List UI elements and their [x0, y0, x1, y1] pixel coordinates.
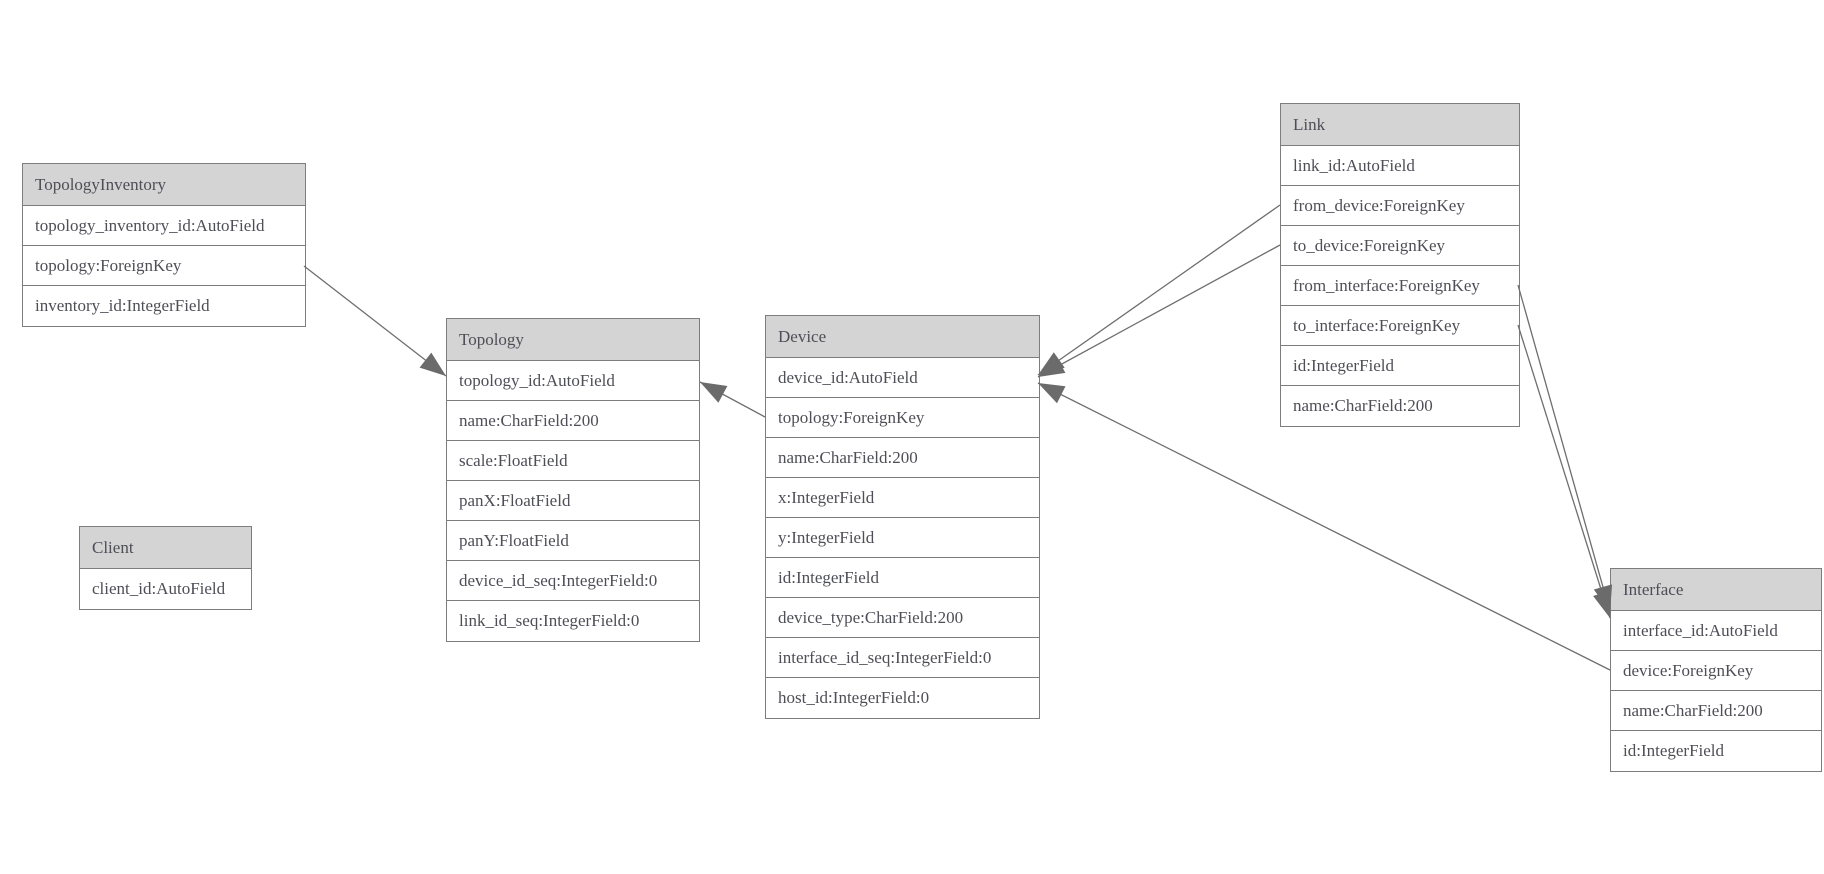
arrowhead-topologyinventory-topology [419, 352, 446, 376]
entity-title-link: Link [1281, 104, 1519, 146]
edge-link-to_device-device [1037, 244, 1281, 378]
edge-topologyinventory-topology [303, 265, 447, 377]
edge-device-topology [699, 381, 766, 418]
arrowhead-link-from_device-device [1038, 352, 1065, 375]
field-topologyinventory-topology: topology:ForeignKey [23, 246, 305, 286]
entity-title-client: Client [80, 527, 251, 569]
field-device-name: name:CharField:200 [766, 438, 1039, 478]
arrowhead-link-to_interface-interface [1593, 590, 1612, 618]
field-device-id: id:IntegerField [766, 558, 1039, 598]
field-topology-link_id_seq: link_id_seq:IntegerField:0 [447, 601, 699, 641]
field-link-from_interface: from_interface:ForeignKey [1281, 266, 1519, 306]
field-interface-name: name:CharField:200 [1611, 691, 1821, 731]
field-topology-topology_id: topology_id:AutoField [447, 361, 699, 401]
field-device-topology: topology:ForeignKey [766, 398, 1039, 438]
field-topology-name: name:CharField:200 [447, 401, 699, 441]
field-topologyinventory-topology_inventory_id: topology_inventory_id:AutoField [23, 206, 305, 246]
field-topology-panX: panX:FloatField [447, 481, 699, 521]
edge-link-from_interface-interface [1517, 284, 1611, 613]
field-interface-interface_id: interface_id:AutoField [1611, 611, 1821, 651]
field-topology-scale: scale:FloatField [447, 441, 699, 481]
field-device-x: x:IntegerField [766, 478, 1039, 518]
field-link-name: name:CharField:200 [1281, 386, 1519, 426]
edge-link-from_device-device [1037, 204, 1281, 376]
entity-title-interface: Interface [1611, 569, 1821, 611]
entity-title-topology: Topology [447, 319, 699, 361]
field-topology-panY: panY:FloatField [447, 521, 699, 561]
arrowhead-device-topology [700, 382, 728, 403]
field-interface-device: device:ForeignKey [1611, 651, 1821, 691]
entity-title-topologyinventory: TopologyInventory [23, 164, 305, 206]
edge-link-to_interface-interface [1517, 324, 1611, 619]
field-link-link_id: link_id:AutoField [1281, 146, 1519, 186]
field-link-to_interface: to_interface:ForeignKey [1281, 306, 1519, 346]
arrowhead-interface-device [1038, 383, 1066, 404]
field-link-id: id:IntegerField [1281, 346, 1519, 386]
field-device-host_id: host_id:IntegerField:0 [766, 678, 1039, 718]
field-link-to_device: to_device:ForeignKey [1281, 226, 1519, 266]
field-topology-device_id_seq: device_id_seq:IntegerField:0 [447, 561, 699, 601]
entity-title-device: Device [766, 316, 1039, 358]
field-device-device_id: device_id:AutoField [766, 358, 1039, 398]
field-device-interface_id_seq: interface_id_seq:IntegerField:0 [766, 638, 1039, 678]
field-topologyinventory-inventory_id: inventory_id:IntegerField [23, 286, 305, 326]
field-device-device_type: device_type:CharField:200 [766, 598, 1039, 638]
field-interface-id: id:IntegerField [1611, 731, 1821, 771]
arrowhead-link-to_device-device [1038, 356, 1066, 377]
field-device-y: y:IntegerField [766, 518, 1039, 558]
field-client-client_id: client_id:AutoField [80, 569, 251, 609]
field-link-from_device: from_device:ForeignKey [1281, 186, 1519, 226]
